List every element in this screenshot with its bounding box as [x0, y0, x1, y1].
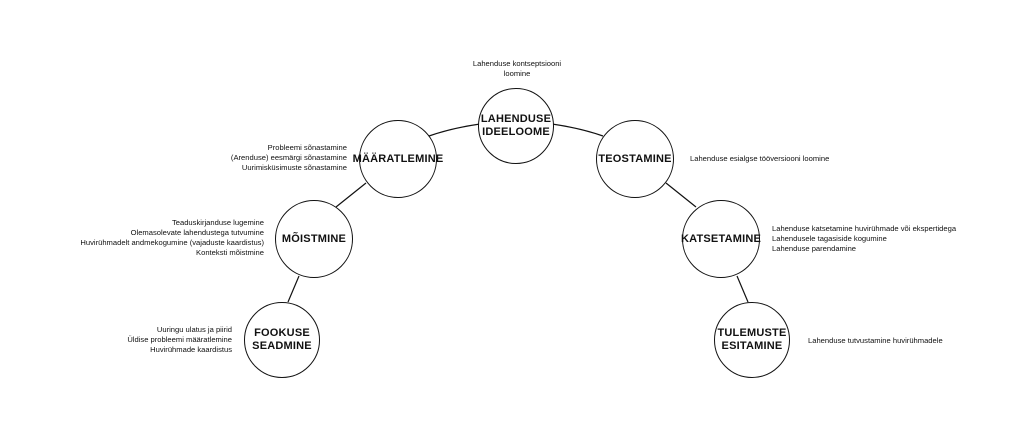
node-teostamine: TEOSTAMINE — [596, 120, 674, 198]
node-label: MÕISTMINE — [281, 232, 347, 245]
note-line: loomine — [503, 69, 531, 78]
note-line: Konteksti mõistmine — [196, 248, 264, 257]
note-line: Olemasolevate lahendustega tutvumine — [130, 228, 264, 237]
note-line: Lahenduse katsetamine huvirühmade või ek… — [772, 224, 957, 233]
node-label: FOOKUSE SEADMINE — [252, 327, 312, 352]
note-tulemuste-esitamine: Lahenduse tutvustamine huvirühmadele — [808, 336, 943, 346]
note-line: Lahenduse kontseptsiooni — [472, 59, 562, 68]
note-line: Üldise probleemi määratlemine — [127, 335, 232, 344]
node-maaratlemine: MÄÄRATLEMINE — [353, 120, 443, 198]
note-moistmine: Teaduskirjanduse lugemine Olemasolevate … — [80, 218, 264, 258]
node-katsetamine: KATSETAMINE — [681, 200, 762, 278]
note-line: Lahenduse tutvustamine huvirühmadele — [808, 336, 943, 345]
node-label: KATSETAMINE — [681, 232, 762, 245]
node-tulemuste-esitamine: TULEMUSTE ESITAMINE — [714, 302, 790, 378]
node-moistmine: MÕISTMINE — [275, 200, 353, 278]
node-lahenduse-ideeloome: LAHENDUSE IDEELOOME — [478, 88, 554, 164]
note-maaratlemine: Probleemi sõnastamine (Arenduse) eesmärg… — [231, 143, 347, 173]
node-fookuse-seadmine: FOOKUSE SEADMINE — [244, 302, 320, 378]
note-line: (Arenduse) eesmärgi sõnastamine — [230, 153, 347, 162]
note-line: Uurimisküsimuste sõnastamine — [241, 163, 347, 172]
note-line: Teaduskirjanduse lugemine — [171, 218, 264, 227]
note-line: Lahenduse esialgse tööversiooni loomine — [690, 154, 830, 163]
note-fookuse-seadmine: Uuringu ulatus ja piirid Üldise probleem… — [127, 325, 232, 355]
node-label: TULEMUSTE ESITAMINE — [717, 327, 787, 352]
note-teostamine: Lahenduse esialgse tööversiooni loomine — [690, 154, 829, 164]
node-label: MÄÄRATLEMINE — [352, 152, 444, 165]
connector-teostamine-katsetamine — [665, 182, 697, 208]
note-line: Huvirühmadelt andmekogumine (vajaduste k… — [80, 238, 264, 247]
connector-moistmine-maaratlemine — [335, 182, 367, 208]
note-line: Uuringu ulatus ja piirid — [156, 325, 232, 334]
connector-lahendus-teostamine — [551, 123, 604, 137]
note-line: Probleemi sõnastamine — [267, 143, 347, 152]
note-line: Huvirühmade kaardistus — [150, 345, 232, 354]
connector-maaratlemine-lahendus — [428, 123, 481, 137]
connector-katsetamine-tulemuste — [736, 275, 749, 303]
connector-fookuse-moistmine — [287, 275, 300, 303]
node-label: LAHENDUSE IDEELOOME — [480, 113, 552, 138]
note-katsetamine: Lahenduse katsetamine huvirühmade või ek… — [772, 224, 956, 254]
note-line: Lahendusele tagasiside kogumine — [772, 234, 887, 243]
node-label: TEOSTAMINE — [598, 152, 672, 165]
note-lahenduse-ideeloome: Lahenduse kontseptsiooni loomine — [460, 59, 574, 79]
note-line: Lahenduse parendamine — [772, 244, 857, 253]
